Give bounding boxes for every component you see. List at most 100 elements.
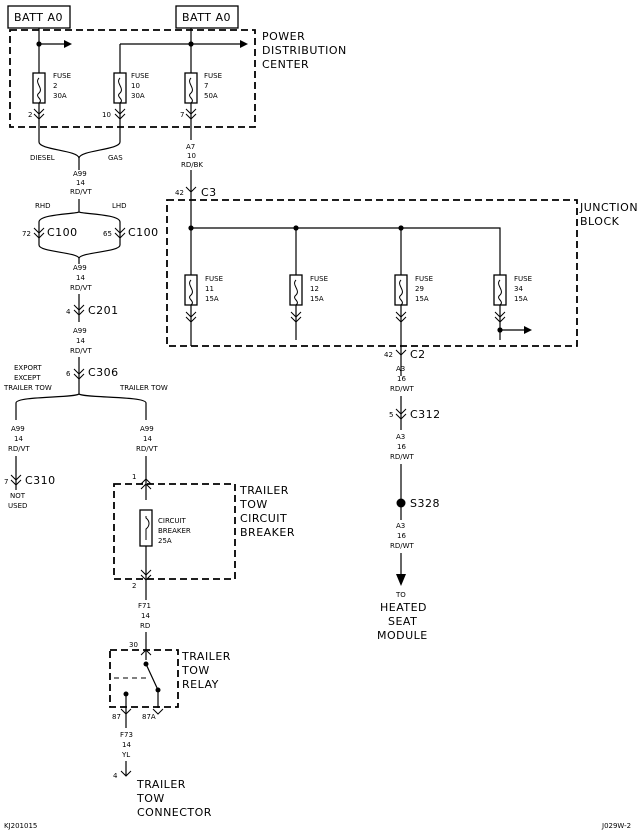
svg-text:30A: 30A — [131, 92, 145, 100]
svg-text:16: 16 — [397, 443, 406, 451]
svg-text:C310: C310 — [25, 474, 56, 487]
wire-label-a99-1: A99 14 RD/VT — [70, 170, 92, 196]
fuse-34: FUSE 34 15A — [493, 270, 532, 340]
connector-c306: 6 C306 — [66, 366, 119, 380]
svg-text:TOW: TOW — [181, 664, 210, 677]
svg-text:4: 4 — [113, 772, 118, 780]
svg-text:C306: C306 — [88, 366, 119, 379]
svg-text:SEAT: SEAT — [388, 615, 417, 628]
svg-text:TOW: TOW — [239, 498, 268, 511]
svg-text:RD/VT: RD/VT — [136, 445, 158, 453]
svg-text:2: 2 — [53, 82, 57, 90]
connector-c100-right: 65 C100 — [103, 226, 158, 239]
svg-text:TRAILER: TRAILER — [239, 484, 289, 497]
svg-text:50A: 50A — [204, 92, 218, 100]
figure-id-left: KJ201015 — [4, 822, 37, 830]
svg-text:LHD: LHD — [112, 202, 127, 210]
connector-c201: 4 C201 — [66, 304, 119, 317]
svg-text:EXCEPT: EXCEPT — [14, 374, 41, 382]
svg-text:USED: USED — [8, 502, 27, 510]
svg-text:TRAILER TOW: TRAILER TOW — [3, 384, 52, 392]
rhd-lhd-split: RHD LHD — [35, 202, 127, 245]
svg-text:42: 42 — [384, 351, 393, 359]
svg-text:A3: A3 — [396, 365, 405, 373]
junction-block-box — [166, 199, 578, 347]
svg-text:16: 16 — [397, 375, 406, 383]
svg-text:TRAILER: TRAILER — [136, 778, 186, 791]
svg-text:C3: C3 — [201, 186, 217, 199]
svg-text:F71: F71 — [138, 602, 151, 610]
trailer-tow-circuit-breaker-box — [113, 483, 236, 580]
svg-text:RHD: RHD — [35, 202, 51, 210]
svg-text:BREAKER: BREAKER — [158, 527, 191, 535]
svg-text:TO: TO — [395, 591, 406, 599]
batt-a0-left-label: BATT A0 — [7, 5, 71, 29]
svg-text:15A: 15A — [310, 295, 324, 303]
pdc-label: POWER DISTRIBUTION CENTER — [262, 30, 346, 71]
svg-text:14: 14 — [141, 612, 150, 620]
svg-text:CENTER: CENTER — [262, 58, 309, 71]
svg-text:72: 72 — [22, 230, 31, 238]
svg-text:87A: 87A — [142, 713, 156, 721]
svg-text:RD/BK: RD/BK — [181, 161, 203, 169]
svg-text:BREAKER: BREAKER — [240, 526, 295, 539]
figure-id-right: J029W-2 — [601, 822, 631, 830]
svg-text:14: 14 — [122, 741, 131, 749]
svg-text:7: 7 — [180, 111, 184, 119]
wire-label-a3-1: A3 16 RD/WT — [390, 365, 415, 393]
trailer-tow-relay-box — [109, 649, 179, 708]
wire-label-f71: F71 14 RD — [138, 602, 151, 630]
svg-text:15A: 15A — [205, 295, 219, 303]
svg-text:A99: A99 — [73, 264, 87, 272]
svg-text:30A: 30A — [53, 92, 67, 100]
svg-text:14: 14 — [14, 435, 23, 443]
arrow-right-icon — [240, 40, 248, 48]
svg-text:TRAILER: TRAILER — [181, 650, 231, 663]
svg-text:14: 14 — [143, 435, 152, 443]
svg-text:10: 10 — [131, 82, 140, 90]
wire-label-a7: A7 10 RD/BK — [181, 143, 203, 169]
svg-text:F73: F73 — [120, 731, 133, 739]
svg-text:A3: A3 — [396, 522, 405, 530]
svg-text:TRAILER TOW: TRAILER TOW — [119, 384, 168, 392]
wire-label-a3-2: A3 16 RD/WT — [390, 433, 415, 461]
svg-text:14: 14 — [76, 179, 85, 187]
svg-text:FUSE: FUSE — [204, 72, 222, 80]
svg-text:FUSE: FUSE — [53, 72, 71, 80]
svg-text:RD/WT: RD/WT — [390, 453, 415, 461]
svg-text:42: 42 — [175, 189, 184, 197]
export-trailer-split: EXPORT EXCEPT TRAILER TOW TRAILER TOW — [3, 364, 168, 420]
heated-seat-module-label: TO HEATED SEAT MODULE — [377, 591, 427, 642]
svg-text:RD/VT: RD/VT — [8, 445, 30, 453]
svg-text:C100: C100 — [47, 226, 78, 239]
fuse-29: FUSE 29 15A — [394, 270, 433, 376]
svg-text:RD: RD — [140, 622, 150, 630]
svg-text:TOW: TOW — [136, 792, 165, 805]
svg-text:65: 65 — [103, 230, 112, 238]
svg-text:5: 5 — [389, 411, 393, 419]
svg-text:14: 14 — [76, 337, 85, 345]
svg-text:BATT A0: BATT A0 — [14, 11, 63, 24]
power-distribution-center-box — [9, 29, 256, 128]
svg-text:CIRCUIT: CIRCUIT — [240, 512, 287, 525]
junction-block-label: JUNCTION BLOCK — [579, 201, 638, 228]
fuse-2: FUSE 2 30A 2 — [28, 72, 71, 130]
svg-text:25A: 25A — [158, 537, 172, 545]
svg-text:14: 14 — [76, 274, 85, 282]
svg-text:FUSE: FUSE — [205, 275, 223, 283]
arrow-right-icon — [524, 326, 532, 334]
svg-text:7: 7 — [4, 478, 8, 486]
svg-text:RD/VT: RD/VT — [70, 284, 92, 292]
relay-switch: 30 87 87A — [112, 641, 164, 721]
connector-c3: 42 C3 — [175, 186, 217, 199]
fuse-10: FUSE 10 30A 10 — [102, 72, 149, 130]
svg-text:BLOCK: BLOCK — [580, 215, 620, 228]
svg-text:C201: C201 — [88, 304, 119, 317]
svg-text:A3: A3 — [396, 433, 405, 441]
svg-text:11: 11 — [205, 285, 214, 293]
wire-label-a99-5: A99 14 RD/VT — [136, 425, 158, 453]
connector-c312: 5 C312 — [389, 408, 440, 421]
fuse-11: FUSE 11 15A — [184, 270, 223, 346]
trailer-tow-connector: 4 TRAILER TOW CONNECTOR — [113, 770, 211, 819]
wire-label-a99-4: A99 14 RD/VT — [8, 425, 30, 453]
